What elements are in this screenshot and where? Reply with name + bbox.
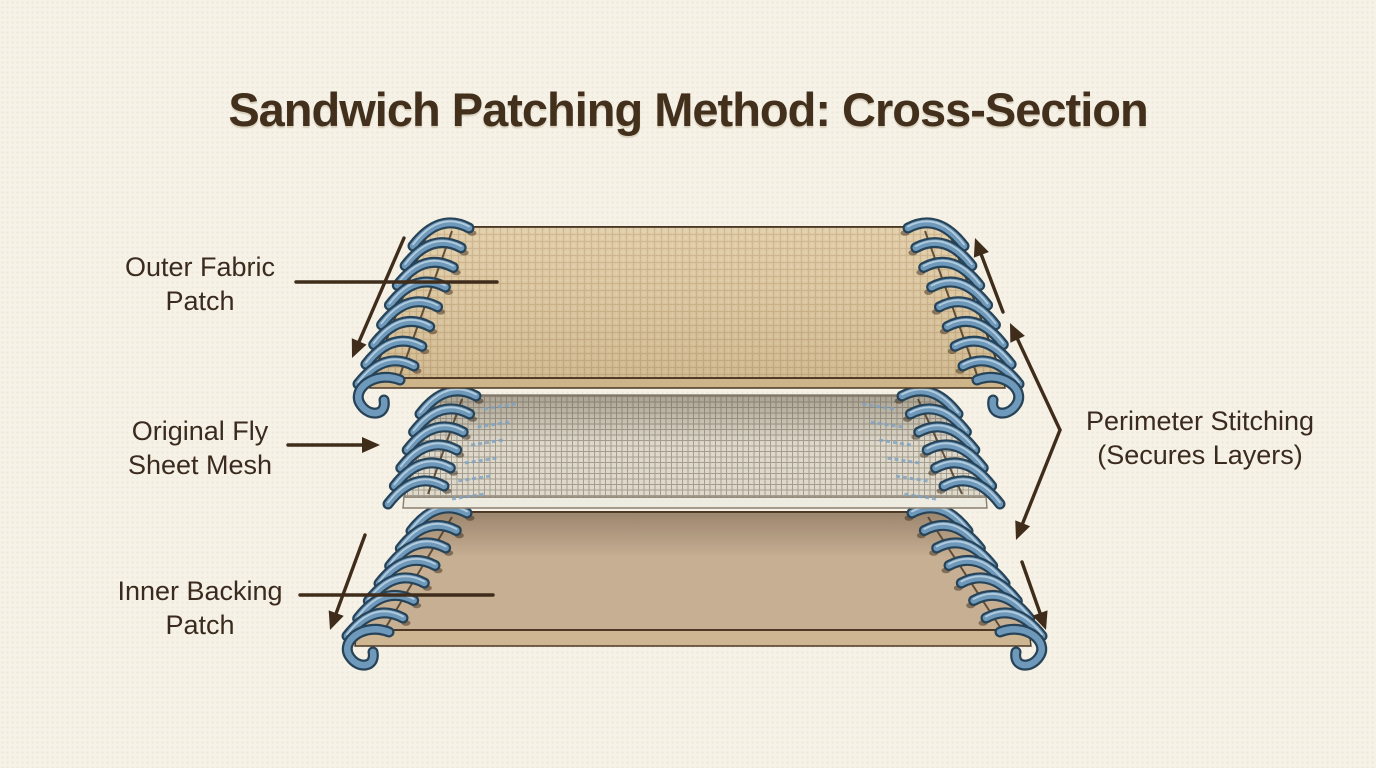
label-inner-backing-patch: Inner Backing Patch [55,574,345,642]
page-title: Sandwich Patching Method: Cross-Section [228,83,1148,136]
arrow-perimeter-bottom-down [1020,560,1048,630]
label-outer-line1: Outer Fabric [124,252,276,282]
label-inner-line1: Inner Backing [117,576,283,606]
label-perimeter-line1: Perimeter Stitching [1085,406,1315,436]
original-fly-sheet-mesh-layer [382,385,1006,510]
arrow-perimeter-top-up [973,238,1005,314]
outer-fabric-patch-layer [352,217,1025,419]
arrow-perimeter-chevron-lower [1015,428,1062,540]
label-perimeter-line2: (Secures Layers) [1097,440,1303,470]
arrow-perimeter-chevron-upper [1010,323,1062,432]
inner-backing-patch-layer [341,502,1048,671]
label-inner-line2: Patch [165,610,235,640]
annotation-arrows [286,236,1062,630]
arrow-inner-backing-patch [328,533,367,630]
arrow-original-fly-sheet-mesh [286,437,380,453]
label-perimeter-stitching: Perimeter Stitching (Secures Layers) [1048,404,1352,472]
label-mesh-line1: Original Fly [131,416,269,446]
arrow-outer-fabric-patch [351,236,406,358]
label-outer-fabric-patch: Outer Fabric Patch [55,250,345,318]
label-mesh-line2: Sheet Mesh [127,450,273,480]
label-outer-line2: Patch [165,286,235,316]
label-original-fly-sheet-mesh: Original Fly Sheet Mesh [55,414,345,482]
